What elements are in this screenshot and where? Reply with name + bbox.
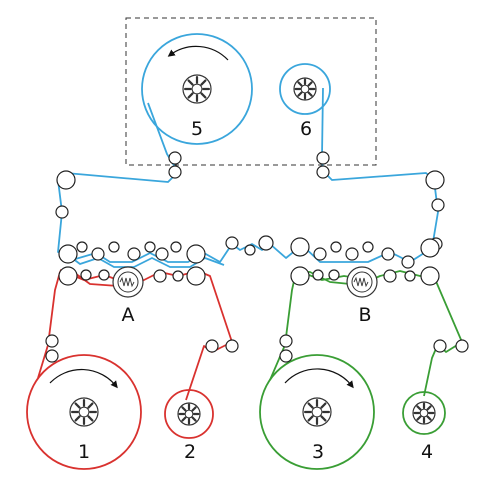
reel-6-disc [279,63,331,115]
spool-hub-icon [69,397,99,427]
idler-roller [144,241,156,253]
idler-roller [127,247,141,261]
reel-1 [26,354,142,470]
spool-hub-icon [177,402,201,426]
idler-roller [58,244,78,264]
curved-arrow-icon [284,368,354,389]
idler-roller [455,339,469,353]
laminating-nip-icon [346,266,378,298]
rewind-frame [125,17,377,166]
spool-hub-icon [412,401,436,425]
idler-roller [168,165,182,179]
idler-roller [186,266,206,286]
idler-roller [345,247,359,261]
reel-5-disc [141,33,253,145]
idler-roller [279,349,293,363]
idler-roller [225,339,239,353]
idler-roller [258,235,274,251]
idler-roller [55,205,69,219]
idler-roller [279,334,293,348]
spool-hub-icon [182,74,212,104]
idler-roller [205,339,219,353]
idler-roller [431,198,445,212]
blue-web-path-upper [57,87,439,263]
idler-roller [80,269,92,281]
idler-roller [153,269,167,283]
idler-roller [313,247,327,261]
nip-wave [119,276,135,288]
reel-1-disc [26,354,142,470]
idler-roller [316,165,330,179]
curved-arrow-icon [167,45,229,61]
idler-roller [433,339,447,353]
nip-wave [353,276,369,288]
idler-roller [98,269,110,281]
idler-roller [56,170,76,190]
idler-roller [420,266,440,286]
idler-roller [290,266,310,286]
reel-3 [259,354,375,470]
station-b-label: B [358,304,371,326]
idler-roller [312,269,324,281]
idler-roller [404,270,416,282]
curved-arrow-icon [49,368,118,389]
reel-6-label: 6 [300,118,312,140]
idler-roller [76,241,88,253]
idler-roller [425,170,445,190]
idler-roller [91,247,105,261]
reel-2-disc [164,389,214,439]
idler-roller [45,334,59,348]
spool-hub-icon [302,397,332,427]
idler-roller [381,247,395,261]
blue-web [57,87,439,268]
idler-roller [420,238,440,258]
idler-roller [108,241,120,253]
idler-roller [316,151,330,165]
idler-roller [155,247,169,261]
reel-5-label: 5 [191,118,203,140]
reel-4-disc [402,391,446,435]
nip-inner-ring [351,271,373,293]
idler-roller [45,349,59,363]
roller-layer [45,151,469,363]
idler-roller [172,270,184,282]
reel-5 [141,33,253,145]
reel-2-label: 2 [184,441,196,463]
nip-unit-b [346,266,378,298]
idler-roller [362,241,374,253]
laminating-nip-icon [112,266,144,298]
idler-roller [401,255,415,269]
idler-roller [383,269,397,283]
spool-hub-icon [293,77,317,101]
idler-roller [244,244,256,256]
idler-roller [330,241,342,253]
reel-1-label: 1 [78,441,90,463]
nip-unit-a [112,266,144,298]
idler-roller [58,266,78,286]
idler-roller [225,236,239,250]
idler-roller [170,241,182,253]
idler-roller [290,237,310,257]
station-a-label: A [122,304,135,326]
reel-3-disc [259,354,375,470]
reel-4-label: 4 [421,441,433,463]
reel-3-label: 3 [312,441,324,463]
idler-roller [168,151,182,165]
nip-inner-ring [117,271,139,293]
idler-roller [328,269,340,281]
idler-roller [186,244,206,264]
hub-layer [69,74,436,427]
